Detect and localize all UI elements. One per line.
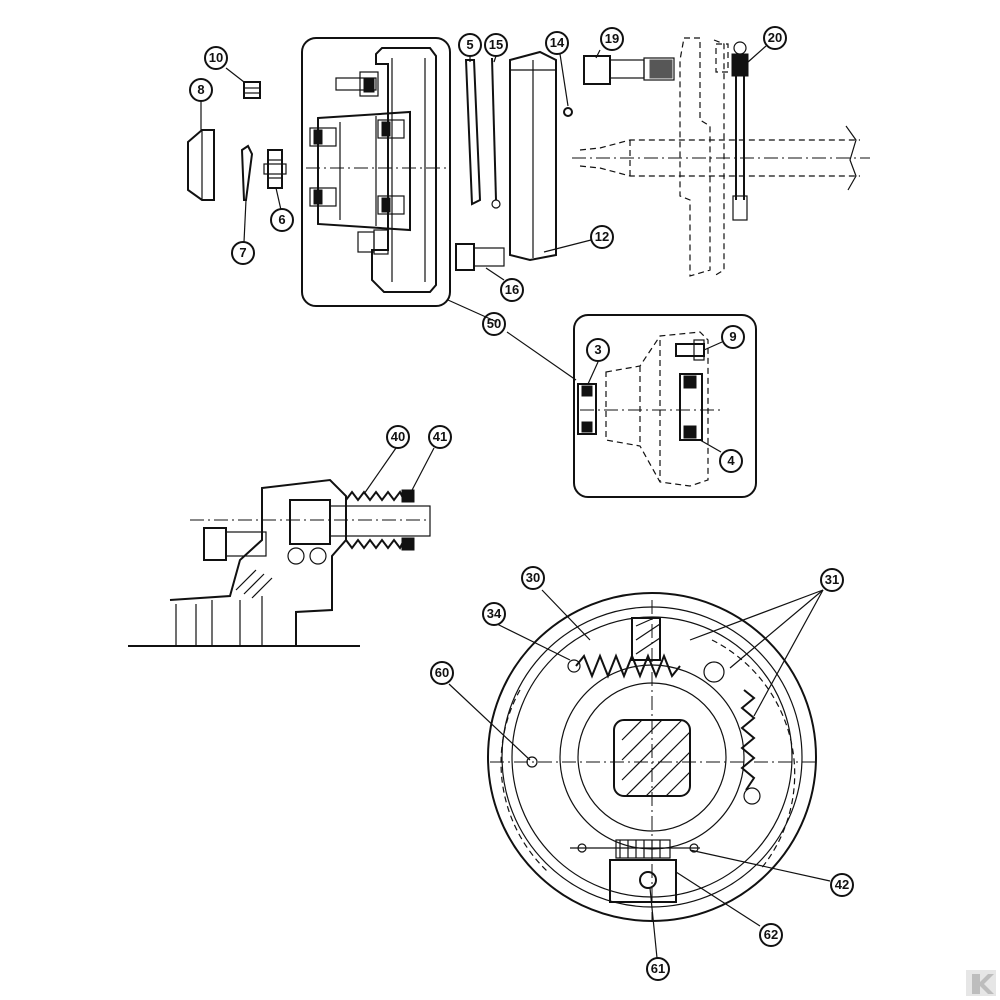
svg-text:62: 62 xyxy=(764,927,778,942)
part-40-bellows xyxy=(345,490,405,502)
hub-section-view xyxy=(128,478,431,647)
callout-20: 20 xyxy=(763,26,787,50)
callout-8: 8 xyxy=(189,78,213,102)
svg-text:34: 34 xyxy=(487,606,502,621)
wheel-stud-bottom xyxy=(357,229,389,255)
svg-text:14: 14 xyxy=(550,35,565,50)
callout-3: 3 xyxy=(586,338,610,362)
part-10-nut xyxy=(243,81,261,99)
svg-text:10: 10 xyxy=(209,50,223,65)
part-4-bearing-cone xyxy=(679,373,703,441)
part-15-rod xyxy=(491,57,501,209)
callout-19: 19 xyxy=(600,27,624,51)
wheel-stud-top xyxy=(335,71,379,97)
svg-text:16: 16 xyxy=(505,282,519,297)
part-8-hub-cap xyxy=(187,129,215,201)
svg-text:5: 5 xyxy=(466,37,473,52)
brake-backing-plate xyxy=(487,592,817,922)
svg-text:3: 3 xyxy=(594,342,601,357)
callout-31: 31 xyxy=(820,568,844,592)
part-31-brake-shoe-right xyxy=(711,639,796,871)
svg-text:50: 50 xyxy=(487,316,501,331)
logo-mark xyxy=(966,970,996,996)
part-5-shim xyxy=(464,59,482,206)
callout-30: 30 xyxy=(521,566,545,590)
svg-text:20: 20 xyxy=(768,30,782,45)
svg-text:19: 19 xyxy=(605,31,619,46)
callout-61: 61 xyxy=(646,957,670,981)
callout-6: 6 xyxy=(270,208,294,232)
axle-tube xyxy=(572,125,870,191)
callout-50: 50 xyxy=(482,312,506,336)
callout-labels: 10 8 7 6 5 15 14 19 20 12 16 50 3 9 4 40… xyxy=(189,26,854,981)
part-61-pin xyxy=(639,871,657,889)
svg-text:41: 41 xyxy=(433,429,447,444)
callout-42: 42 xyxy=(830,873,854,897)
svg-text:6: 6 xyxy=(278,212,285,227)
svg-text:12: 12 xyxy=(595,229,609,244)
svg-text:40: 40 xyxy=(391,429,405,444)
callout-16: 16 xyxy=(500,278,524,302)
callout-7: 7 xyxy=(231,241,255,265)
part-14-ring xyxy=(563,107,573,117)
right-spring xyxy=(740,689,756,791)
svg-text:7: 7 xyxy=(239,245,246,260)
svg-text:8: 8 xyxy=(197,82,204,97)
svg-text:42: 42 xyxy=(835,877,849,892)
callout-15: 15 xyxy=(484,33,508,57)
part-6-castle-nut xyxy=(263,149,287,189)
bearing-detail-frame xyxy=(573,314,757,498)
part-20-spring-bolt xyxy=(731,41,749,221)
hub-bearing-inner xyxy=(377,119,405,215)
bearing-detail xyxy=(573,314,757,498)
brake-drum xyxy=(371,47,437,293)
part-62-adjuster xyxy=(609,839,677,903)
svg-text:30: 30 xyxy=(526,570,540,585)
svg-text:15: 15 xyxy=(489,37,503,52)
mounting-bracket xyxy=(679,37,729,277)
callout-14: 14 xyxy=(545,31,569,55)
brake-shoe-assembly xyxy=(487,592,818,922)
part-31-brake-shoe-left xyxy=(500,689,549,873)
part-19-cam xyxy=(583,55,675,85)
hub-drum-assembly xyxy=(301,37,451,307)
part-34-spring xyxy=(575,653,681,679)
hub-assembly-frame xyxy=(301,37,451,307)
callout-34: 34 xyxy=(482,602,506,626)
part-3-bearing-race xyxy=(577,383,597,435)
callout-4: 4 xyxy=(719,449,743,473)
svg-text:31: 31 xyxy=(825,572,839,587)
svg-text:61: 61 xyxy=(651,961,665,976)
part-16-bolt xyxy=(455,243,505,271)
part-9-stud xyxy=(675,339,705,361)
callout-5: 5 xyxy=(458,33,482,57)
part-7-cotter-pin xyxy=(240,144,254,201)
callout-12: 12 xyxy=(590,225,614,249)
callout-60: 60 xyxy=(430,661,454,685)
callout-40: 40 xyxy=(386,425,410,449)
callout-41: 41 xyxy=(428,425,452,449)
svg-text:9: 9 xyxy=(729,329,736,344)
hub-bearing-outer xyxy=(309,127,337,207)
part-12-lining-block xyxy=(509,50,557,262)
callout-62: 62 xyxy=(759,923,783,947)
leader-lines xyxy=(200,45,831,959)
svg-text:4: 4 xyxy=(727,453,735,468)
hub-body xyxy=(317,110,411,232)
svg-text:60: 60 xyxy=(435,665,449,680)
callout-9: 9 xyxy=(721,325,745,349)
callout-10: 10 xyxy=(204,46,228,70)
